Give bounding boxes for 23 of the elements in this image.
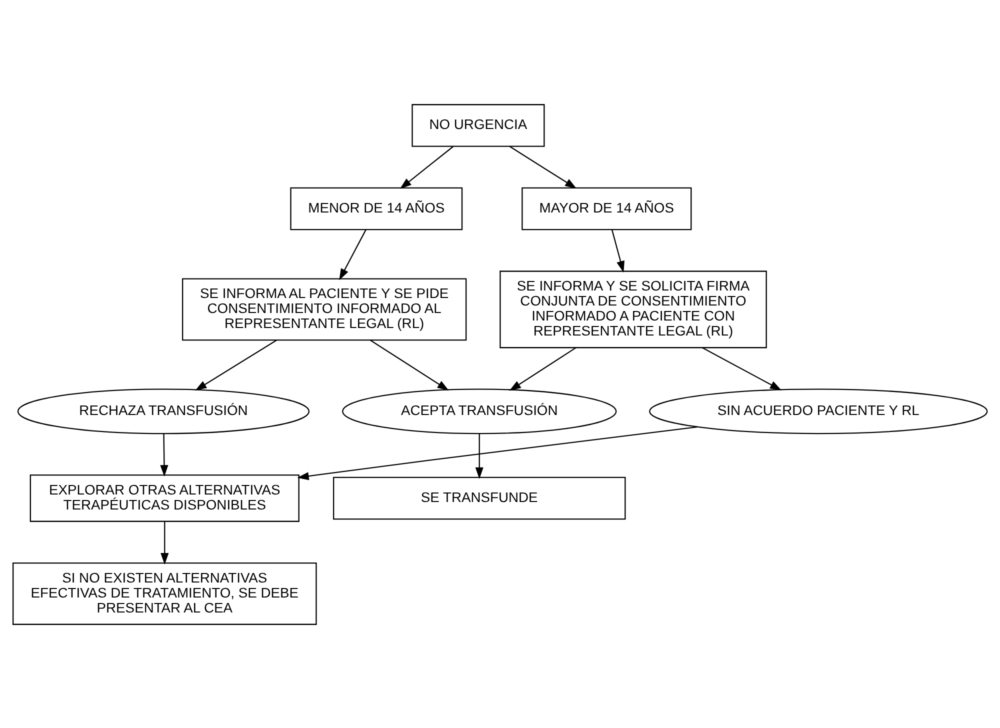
arrow	[702, 346, 782, 390]
node-box: MENOR DE 14 AÑOS	[290, 186, 463, 230]
node-box: MAYOR DE 14 AÑOS	[522, 186, 692, 230]
arrow	[339, 229, 366, 280]
arrow	[611, 229, 624, 272]
node-box: SE INFORMA Y SE SOLICITA FIRMA CONJUNTA DE CONSENTIMIENTO INFORMADO A PACIENTE CON REPRESENTANTE LEGAL (RL)	[500, 270, 767, 348]
arrow	[509, 145, 577, 188]
arrow	[160, 433, 168, 476]
arrow	[475, 433, 484, 478]
arrow	[400, 146, 454, 188]
node-box: NO URGENCIA	[412, 104, 545, 146]
arrow	[370, 339, 449, 390]
node-box: SE TRANSFUNDE	[333, 476, 626, 520]
node-box: EXPLORAR OTRAS ALTERNATIVAS TERAPÉUTICAS DISPONIBLES	[30, 474, 300, 522]
arrow	[195, 339, 277, 390]
arrow	[509, 346, 576, 390]
node-ellipse: SIN ACUERDO PACIENTE Y RL	[649, 388, 988, 434]
arrow	[297, 426, 698, 480]
node-box: SE INFORMA AL PACIENTE Y SE PIDE CONSENTIMIENTO INFORMADO AL REPRESENTANTE LEGAL (RL)	[182, 278, 467, 340]
node-ellipse: ACEPTA TRANSFUSIÓN	[342, 388, 617, 434]
node-ellipse: RECHAZA TRANSFUSIÓN	[17, 388, 310, 434]
node-box: SI NO EXISTEN ALTERNATIVAS EFECTIVAS DE TRATAMIENTO, SE DEBE PRESENTAR AL CEA	[12, 562, 317, 624]
arrow	[160, 520, 169, 564]
